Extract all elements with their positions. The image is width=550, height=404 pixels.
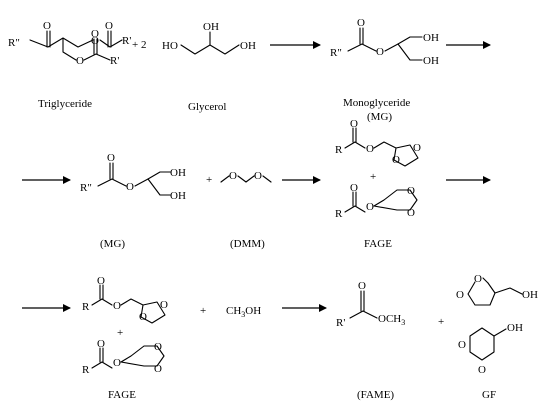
mg2-oh-top: OH <box>170 167 186 179</box>
label-gf: GF <box>482 389 496 401</box>
fame-o-carbonyl: O <box>358 280 366 292</box>
triglyceride-structure <box>29 30 123 61</box>
label-glycerol: Glycerol <box>188 101 226 113</box>
label-monoglyceride: Monoglyceride <box>343 97 410 109</box>
mg1-oh-bottom: OH <box>423 55 439 67</box>
fage2-ring-o2: O <box>160 299 168 311</box>
triglyceride-o-ester2: O <box>76 55 84 67</box>
fage2-o-e-top: O <box>113 300 121 312</box>
fage2-ring-o4: O <box>154 363 162 375</box>
gf-structure <box>467 277 523 361</box>
dmm-structure <box>220 175 272 183</box>
glycerol-structure <box>180 31 240 55</box>
triglyceride-rprime1: R' <box>122 35 131 47</box>
mg2-o-ester: O <box>126 181 134 193</box>
triglyceride-rdprime: R" <box>8 37 20 49</box>
label-fage-2: FAGE <box>108 389 136 401</box>
plus-b: + <box>200 305 206 317</box>
fame-rprime: R' <box>336 317 345 329</box>
fage2-plus: + <box>117 327 123 339</box>
label-fage-1: FAGE <box>364 238 392 250</box>
mg1-o-ester: O <box>376 46 384 58</box>
fage1-plus: + <box>370 171 376 183</box>
mg-structure <box>97 162 171 196</box>
fage2-o-c-top: O <box>97 275 105 287</box>
fage2-o-c-bot: O <box>97 338 105 350</box>
mg2-oh-bottom: OH <box>170 190 186 202</box>
gf-o1: O <box>474 273 482 285</box>
dmm-o2: O <box>254 170 262 182</box>
fage1-ring-o1: O <box>392 154 400 166</box>
fage1-o-c-top: O <box>350 118 358 130</box>
fage1-ring-o3: O <box>407 185 415 197</box>
fage1-r-top: R <box>335 144 343 156</box>
fage1-ring-o4: O <box>407 207 415 219</box>
gf-oh-bottom: OH <box>507 322 523 334</box>
fage-structure-2 <box>91 284 166 369</box>
gf-oh-top: OH <box>522 289 538 301</box>
triglyceride-o-ester1: O <box>91 35 99 47</box>
triglyceride-o-carbonyl1: O <box>105 20 113 32</box>
fame-structure <box>349 290 378 319</box>
triglyceride-o-carbonyl: O <box>43 20 51 32</box>
fage2-ring-o3: O <box>154 341 162 353</box>
plus-a: + <box>206 174 212 186</box>
glycerol-oh-top: OH <box>203 21 219 33</box>
fage1-ring-o2: O <box>413 142 421 154</box>
methanol: CH3OH <box>226 305 261 319</box>
label-fame: (FAME) <box>357 389 394 401</box>
mg2-rdprime: R" <box>80 182 92 194</box>
label-mg: (MG) <box>100 238 125 250</box>
monoglyceride-structure <box>347 27 423 61</box>
mg1-o-carbonyl: O <box>357 17 365 29</box>
label-mg-paren: (MG) <box>367 111 392 123</box>
fage2-o-e-bot: O <box>113 357 121 369</box>
fage2-r-top: R <box>82 301 90 313</box>
mg2-o-carbonyl: O <box>107 152 115 164</box>
plus-c: + <box>438 316 444 328</box>
glycerol-oh-right: OH <box>240 40 256 52</box>
fage1-o-e-bot: O <box>366 201 374 213</box>
gf-o4: O <box>478 364 486 376</box>
label-triglyceride: Triglyceride <box>38 98 92 110</box>
fame-och3: OCH3 <box>378 313 405 327</box>
gf-o3: O <box>458 339 466 351</box>
mg1-oh-top: OH <box>423 32 439 44</box>
fage1-r-bot: R <box>335 208 343 220</box>
plus-2: + 2 <box>132 39 146 51</box>
fage2-ring-o1: O <box>139 311 147 323</box>
triglyceride-o-carbonyl2: O <box>91 28 99 40</box>
gf-o2: O <box>456 289 464 301</box>
dmm-o1: O <box>229 170 237 182</box>
triglyceride-rprime2: R' <box>110 55 119 67</box>
fage2-r-bot: R <box>82 364 90 376</box>
label-dmm: (DMM) <box>230 238 265 250</box>
mg1-rdprime: R" <box>330 47 342 59</box>
fage1-o-c-bot: O <box>350 182 358 194</box>
fage1-o-e-top: O <box>366 143 374 155</box>
glycerol-ho-left: HO <box>162 40 178 52</box>
fage-structure-1 <box>344 127 419 213</box>
